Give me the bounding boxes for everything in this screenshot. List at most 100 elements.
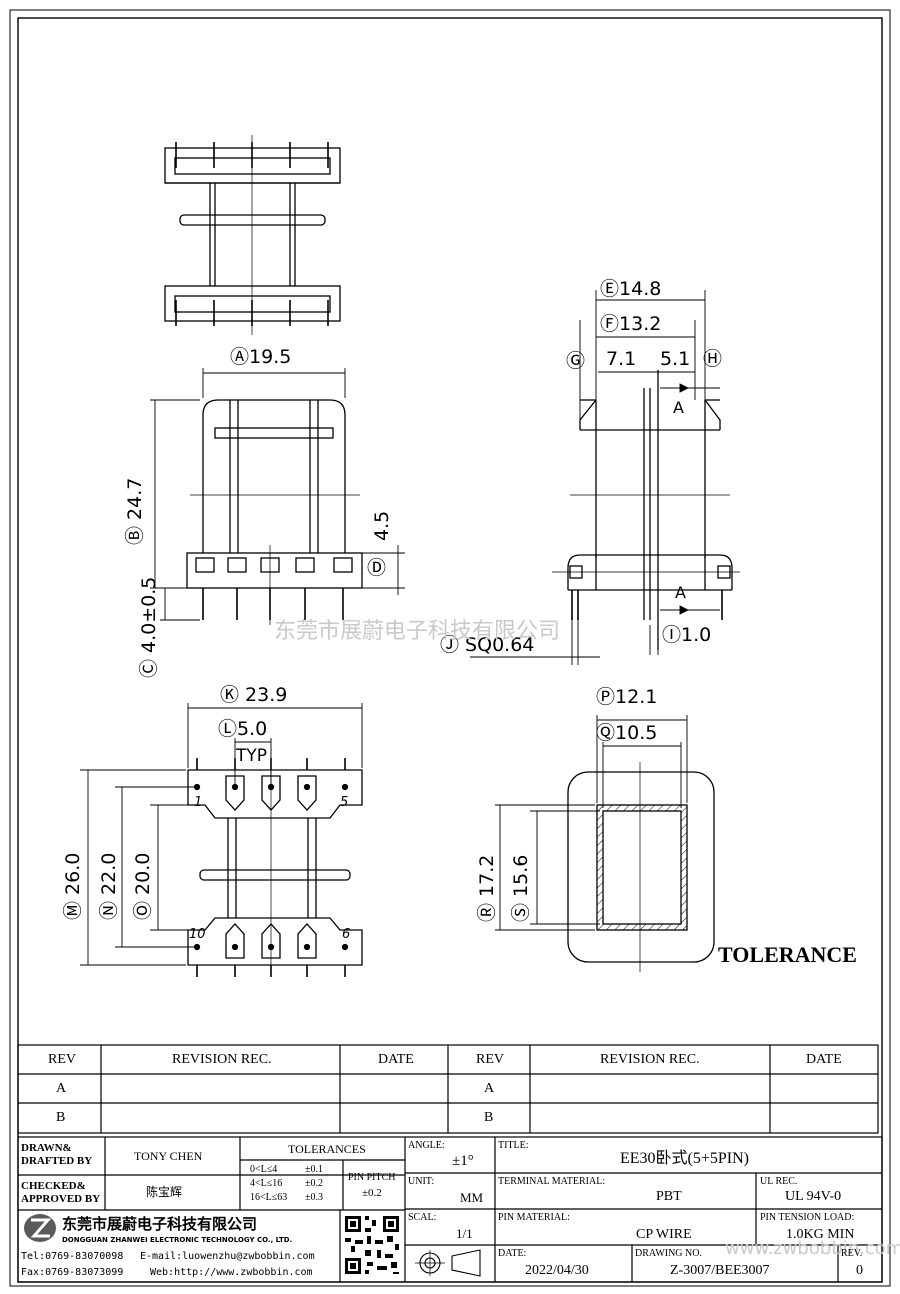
- pin-label-1: 1: [194, 795, 203, 810]
- dim-j-label: Ⓙ SQ0.64: [440, 634, 535, 656]
- bottom-view-dims: [80, 703, 363, 966]
- dim-s-label: Ⓢ 15.6: [510, 854, 532, 922]
- dim-c-value: 4.0±0.5: [138, 576, 160, 653]
- tolerance-heading: TOLERANCE: [718, 942, 857, 967]
- dim-g-label: Ⓖ: [566, 350, 586, 372]
- angle-value: ±1°: [452, 1153, 474, 1169]
- company-fax: Fax:0769-83073099: [21, 1267, 124, 1278]
- pin-label-6: 6: [342, 927, 351, 942]
- side-view-dims: [470, 290, 720, 665]
- rev-header-4: REV: [476, 1052, 504, 1067]
- rev-header-1: REV: [48, 1052, 76, 1067]
- checked-value: 陈宝辉: [146, 1185, 183, 1199]
- dim-i-label: Ⓘ1.0: [662, 624, 712, 646]
- dim-l-value: 5.0: [237, 718, 268, 740]
- dim-e-label: Ⓔ14.8: [600, 278, 662, 300]
- company-web: Web:http://www.zwbobbin.com: [150, 1267, 313, 1278]
- dim-k-value: 23.9: [245, 684, 288, 706]
- dim-s-value: 15.6: [510, 854, 532, 897]
- date-value: 2022/04/30: [525, 1263, 589, 1278]
- rev-header-2: REVISION REC.: [172, 1052, 272, 1067]
- revision-table-grid: [17, 1044, 879, 1134]
- date-label: DATE:: [498, 1248, 527, 1259]
- dim-f-label: Ⓕ13.2: [600, 313, 662, 335]
- angle-label: ANGLE:: [408, 1140, 445, 1151]
- pin-material-label: PIN MATERIAL:: [498, 1212, 570, 1223]
- scale-value: 1/1: [456, 1226, 473, 1241]
- pin-pitch-value: ±0.2: [362, 1187, 382, 1199]
- title-value: EE30卧式(5+5PIN): [620, 1150, 750, 1167]
- dim-j-value: SQ0.64: [465, 634, 535, 656]
- dim-h-label: Ⓗ: [703, 348, 723, 370]
- dim-o-label: Ⓞ 20.0: [132, 852, 154, 920]
- dim-l-label: Ⓛ5.0: [218, 718, 268, 740]
- rev-header-3: DATE: [378, 1052, 414, 1067]
- scale-label: SCAL:: [408, 1212, 437, 1223]
- dim-q-value: 10.5: [615, 722, 658, 744]
- title-block-grid: [17, 1136, 883, 1283]
- dim-m-value: 26.0: [62, 852, 84, 895]
- dim-d-label: Ⓓ: [367, 557, 387, 579]
- drawn-value: TONY CHEN: [134, 1149, 203, 1163]
- tol-value-3: ±0.3: [305, 1192, 323, 1203]
- rev-header-6: DATE: [806, 1052, 842, 1067]
- rev-row-a-right: A: [484, 1081, 495, 1096]
- core-window-view: [567, 762, 715, 972]
- title-label: TITLE:: [498, 1140, 529, 1151]
- dim-q-label: Ⓠ10.5: [596, 722, 658, 744]
- section-mark-bottom: A: [675, 583, 686, 602]
- unit-label: UNIT:: [408, 1176, 435, 1187]
- dim-p-label: Ⓟ12.1: [596, 686, 658, 708]
- company-tel: Tel:0769-83070098: [21, 1251, 124, 1262]
- dim-n-label: Ⓝ 22.0: [98, 852, 120, 920]
- dim-o-value: 20.0: [132, 852, 154, 895]
- pin-tension-label: PIN TENSION LOAD:: [760, 1212, 855, 1223]
- tol-range-1: 0<L≤4: [250, 1164, 278, 1175]
- tol-value-1: ±0.1: [305, 1164, 323, 1175]
- company-name-en: DONGGUAN ZHANWEI ELECTRONIC TECHNOLOGY C…: [62, 1236, 293, 1244]
- rev-row-a-left: A: [56, 1081, 67, 1096]
- rev-header-5: REVISION REC.: [600, 1052, 700, 1067]
- checked-label: CHECKED& APPROVED BY: [21, 1180, 101, 1205]
- company-email: E-mail:luowenzhu@zwbobbin.com: [140, 1251, 315, 1262]
- dim-b-value: 24.7: [124, 477, 146, 520]
- top-view: [164, 135, 341, 335]
- pin-material-value: CP WIRE: [636, 1227, 692, 1242]
- pin-tension-value: 1.0KG MIN: [786, 1227, 855, 1242]
- rev-value: 0: [856, 1263, 863, 1278]
- watermark-url: www.zwbobbin.com: [725, 1238, 900, 1259]
- dim-a-label: Ⓐ19.5: [230, 346, 292, 368]
- dim-h-value: 5.1: [660, 348, 691, 370]
- dim-g-value: 7.1: [606, 348, 637, 370]
- dim-i-value: 1.0: [681, 624, 712, 646]
- projection-symbol-icon: [415, 1249, 481, 1277]
- ul-label: UL REC.: [760, 1176, 798, 1187]
- front-view: [186, 399, 363, 625]
- dim-p-value: 12.1: [615, 686, 658, 708]
- qr-code-icon: [343, 1214, 401, 1278]
- core-window-dims: [495, 715, 688, 931]
- dim-a-value: 19.5: [249, 346, 292, 368]
- dim-e-value: 14.8: [619, 278, 662, 300]
- unit-value: MM: [460, 1190, 484, 1205]
- dim-n-value: 22.0: [98, 852, 120, 895]
- outer-border: [9, 9, 891, 1287]
- dim-k-label: Ⓚ 23.9: [220, 684, 288, 706]
- pin-label-10: 10: [189, 927, 206, 942]
- rev-row-b-right: B: [484, 1110, 494, 1125]
- section-mark-top: A: [673, 398, 684, 417]
- dim-c-label: Ⓒ 4.0±0.5: [138, 576, 160, 678]
- drawn-label: DRAWN& DRAFTED BY: [21, 1142, 93, 1167]
- ul-value: UL 94V-0: [785, 1189, 842, 1204]
- dim-r-value: 17.2: [476, 854, 498, 897]
- pin-label-5: 5: [340, 795, 349, 810]
- side-view: [552, 370, 740, 650]
- dim-m-label: Ⓜ 26.0: [62, 852, 84, 920]
- rev-row-b-left: B: [56, 1110, 66, 1125]
- terminal-value: PBT: [656, 1189, 682, 1204]
- dim-r-label: Ⓡ 17.2: [476, 854, 498, 922]
- drawing-no-value: Z-3007/BEE3007: [670, 1263, 770, 1278]
- pin-pitch-label: PIN PITCH: [348, 1172, 396, 1183]
- dim-b-label: Ⓑ 24.7: [124, 477, 146, 545]
